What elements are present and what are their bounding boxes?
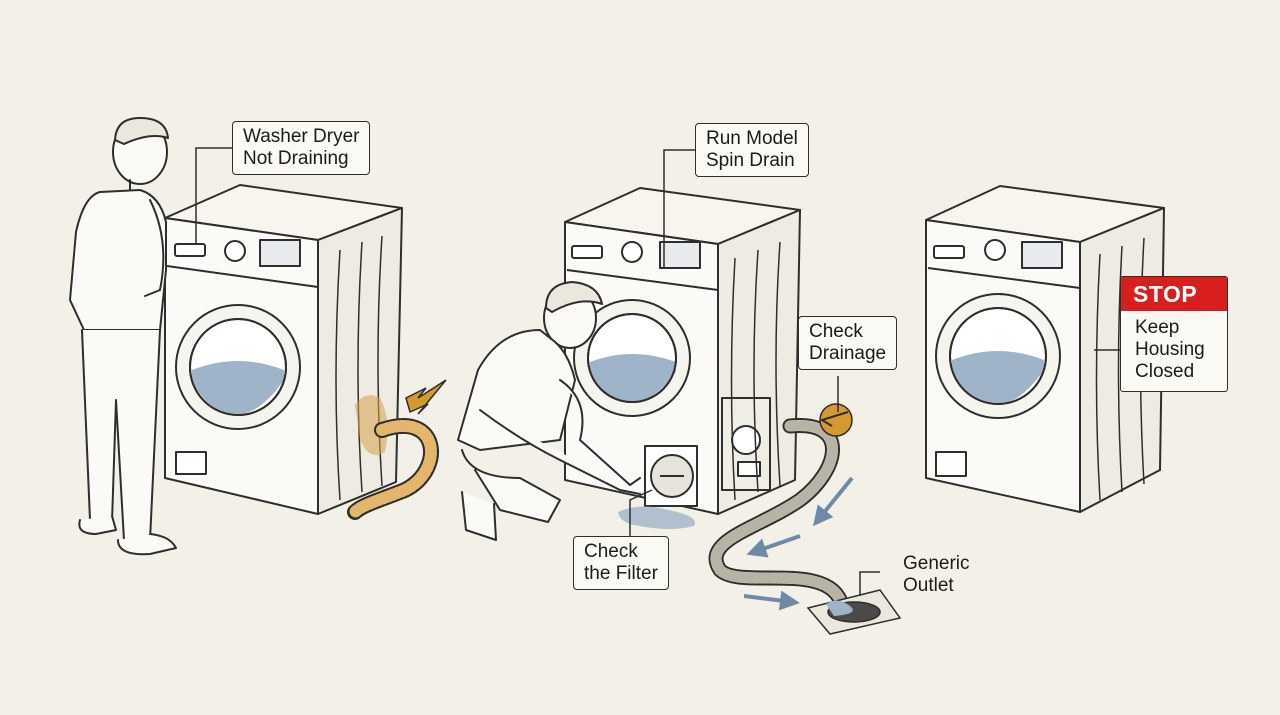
stop-line: Housing [1135, 339, 1205, 360]
stop-message: Keep Housing Closed [1121, 311, 1227, 391]
flow-arrow [746, 534, 801, 558]
stop-warning-sign: STOP Keep Housing Closed [1120, 276, 1228, 392]
label-line: Check [584, 541, 638, 562]
label-line: Run Model [706, 128, 798, 149]
stop-heading: STOP [1121, 277, 1227, 311]
kneeling-person [457, 281, 641, 541]
flow-arrow [743, 590, 800, 611]
leader-lines [195, 147, 1120, 596]
label-line: Spin Drain [706, 150, 795, 171]
label-line: Not Draining [243, 148, 349, 169]
label-line: Drainage [809, 343, 887, 364]
washer-machine-2 [564, 187, 801, 515]
label-line: the Filter [584, 563, 658, 584]
drainage-arrow-badge [819, 403, 853, 437]
label-line: Outlet [903, 575, 954, 596]
water-puddle [618, 506, 695, 529]
leak-stain [355, 395, 388, 456]
label-generic-outlet: Generic Outlet [903, 553, 970, 597]
label-check-the-filter: Check the Filter [573, 536, 669, 590]
label-run-model-spin-drain: Run Model Spin Drain [695, 123, 809, 177]
attention-arrow [405, 379, 447, 415]
label-line: Check [809, 321, 863, 342]
standing-person [69, 117, 177, 556]
stop-line: Keep [1135, 317, 1180, 338]
label-check-drainage: Check Drainage [798, 316, 898, 370]
label-line: Washer Dryer [243, 126, 360, 147]
label-washer-dryer-not-draining: Washer Dryer Not Draining [232, 121, 371, 175]
washer-machine-1 [164, 184, 403, 515]
stop-line: Closed [1135, 361, 1195, 382]
flow-arrow [812, 476, 854, 527]
label-line: Generic [903, 553, 970, 574]
